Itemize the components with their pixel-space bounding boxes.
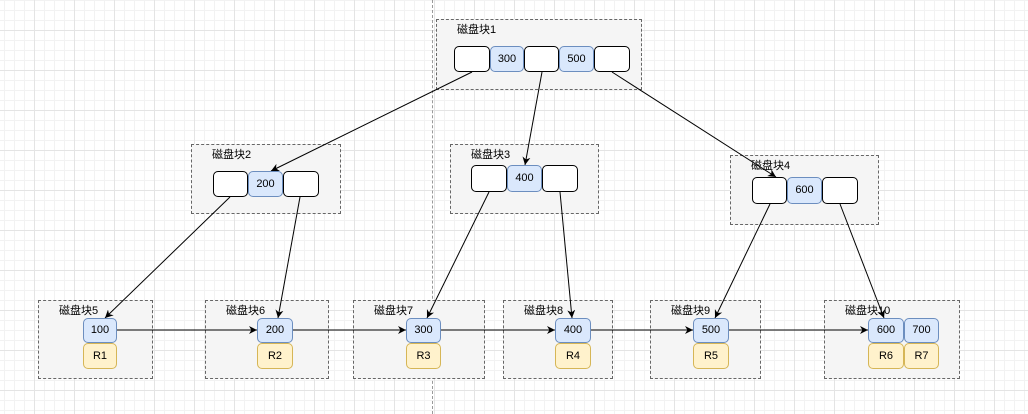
pointer-cell[interactable]	[524, 46, 559, 72]
key-cell[interactable]: 600	[787, 177, 822, 204]
pointer-cell[interactable]	[283, 171, 319, 197]
key-cell[interactable]: 100	[83, 318, 117, 343]
pointer-cell[interactable]	[752, 177, 787, 204]
pointer-cell[interactable]	[213, 171, 248, 197]
disk-block-label: 磁盘块4	[751, 160, 791, 172]
record-cell[interactable]: R4	[555, 343, 591, 369]
disk-block-label: 磁盘块10	[845, 305, 891, 317]
key-cell[interactable]: 300	[406, 318, 441, 343]
disk-block-label: 磁盘块8	[524, 305, 564, 317]
key-cell[interactable]: 200	[248, 171, 283, 197]
disk-block-label: 磁盘块3	[471, 149, 511, 161]
key-cell[interactable]: 500	[559, 46, 594, 72]
key-cell[interactable]: 500	[693, 318, 729, 343]
record-cell[interactable]: R2	[257, 343, 293, 369]
record-cell[interactable]: R1	[83, 343, 117, 369]
key-cell[interactable]: 200	[257, 318, 293, 343]
record-cell[interactable]: R7	[904, 343, 939, 369]
disk-block-label: 磁盘块5	[59, 305, 99, 317]
disk-block-label: 磁盘块1	[457, 24, 497, 36]
disk-block-label: 磁盘块7	[374, 305, 414, 317]
key-cell[interactable]: 700	[904, 318, 939, 343]
disk-block-label: 磁盘块6	[226, 305, 266, 317]
pointer-cell[interactable]	[471, 165, 507, 192]
key-cell[interactable]: 400	[507, 165, 542, 192]
key-cell[interactable]: 400	[555, 318, 591, 343]
key-cell[interactable]: 300	[490, 46, 524, 72]
disk-block-label: 磁盘块9	[671, 305, 711, 317]
record-cell[interactable]: R3	[406, 343, 441, 369]
pointer-cell[interactable]	[542, 165, 578, 192]
pointer-cell[interactable]	[822, 177, 858, 204]
pointer-cell[interactable]	[454, 46, 490, 72]
disk-block-label: 磁盘块2	[212, 149, 252, 161]
key-cell[interactable]: 600	[868, 318, 904, 343]
record-cell[interactable]: R5	[693, 343, 729, 369]
pointer-cell[interactable]	[594, 46, 630, 72]
record-cell[interactable]: R6	[868, 343, 904, 369]
